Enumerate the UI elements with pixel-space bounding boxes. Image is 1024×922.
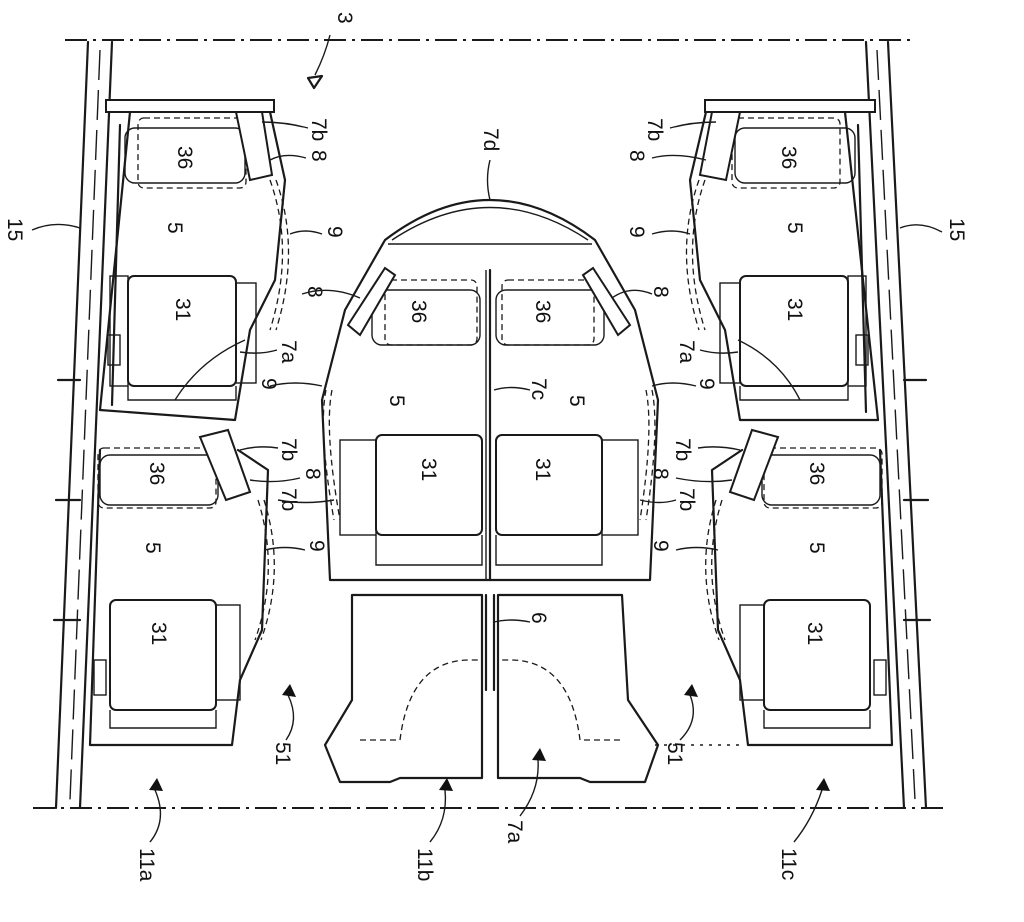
fuselage-wall-right <box>864 40 932 810</box>
label-7b-lu: 7b <box>307 118 330 141</box>
aisle-label-11c: 11c <box>777 778 830 880</box>
label-8-ll: 8 <box>301 468 324 480</box>
label-9-lu: 9 <box>323 226 346 238</box>
label-6: 6 <box>527 612 550 624</box>
svg-text:11b: 11b <box>413 848 436 881</box>
label-7b-ll2: 7b <box>277 488 300 511</box>
aisle-label-11a: 11a <box>135 778 163 882</box>
label-5-lu: 5 <box>163 222 186 234</box>
label-7b-rl: 7b <box>671 438 694 461</box>
label-15-left: 15 <box>3 218 26 241</box>
label-3: 3 <box>306 12 356 90</box>
label-5-c2: 5 <box>565 395 588 407</box>
label-31-lu: 31 <box>171 298 194 321</box>
svg-text:11c: 11c <box>777 848 800 880</box>
label-5-rl: 5 <box>805 542 828 554</box>
aisle-label-7a: 7a <box>503 748 546 844</box>
seat-unit-left-lower <box>88 428 275 747</box>
label-9-ll: 9 <box>305 540 328 552</box>
label-8-lu: 8 <box>307 150 330 162</box>
label-31-c2: 31 <box>531 458 554 481</box>
label-36-lu: 36 <box>173 146 196 169</box>
label-8-ru: 8 <box>625 150 648 162</box>
label-7a-lu: 7a <box>277 340 300 364</box>
label-7d: 7d <box>479 128 502 151</box>
label-7b-ll: 7b <box>277 438 300 461</box>
fuselage-wall-left <box>52 40 114 810</box>
label-36-ll: 36 <box>145 462 168 485</box>
label-31-ru: 31 <box>783 298 806 321</box>
label-5-ru: 5 <box>783 222 806 234</box>
label-31-rl: 31 <box>803 622 826 645</box>
center-console <box>323 593 740 784</box>
label-5-c1: 5 <box>385 395 408 407</box>
label-7b-rl2: 7b <box>675 488 698 511</box>
label-36-ru: 36 <box>777 146 800 169</box>
aisle-arrow-left: 51 <box>271 684 296 765</box>
svg-text:51: 51 <box>663 742 686 765</box>
label-31-ll: 31 <box>147 622 170 645</box>
svg-text:51: 51 <box>271 742 294 765</box>
label-5-ll: 5 <box>141 542 164 554</box>
aisle-label-11b: 11b <box>413 778 453 881</box>
label-aircraft: 3 <box>333 12 356 24</box>
svg-text:7a: 7a <box>503 820 526 844</box>
label-8-rm: 8 <box>649 286 672 298</box>
label-15-right: 15 <box>945 218 968 241</box>
seat-unit-right-lower <box>705 428 894 747</box>
label-8-rl: 8 <box>649 468 672 480</box>
seat-unit-right-upper <box>685 99 880 422</box>
label-36-c1: 36 <box>407 300 430 323</box>
label-9-rm: 9 <box>695 378 718 390</box>
label-36-c2: 36 <box>531 300 554 323</box>
label-7b-ru: 7b <box>643 118 666 141</box>
seat-unit-center <box>320 198 660 582</box>
seat-unit-left-upper <box>98 99 290 422</box>
svg-text:11a: 11a <box>135 848 158 882</box>
label-9-lm: 9 <box>257 378 280 390</box>
aisle-arrow-right: 51 <box>663 684 698 765</box>
label-31-c1: 31 <box>417 458 440 481</box>
label-36-rl: 36 <box>805 462 828 485</box>
label-7c: 7c <box>527 378 550 400</box>
label-8-lm: 8 <box>303 286 326 298</box>
label-9-rl: 9 <box>649 540 672 552</box>
label-7a-ru: 7a <box>675 340 698 364</box>
label-9-ru: 9 <box>625 226 648 238</box>
